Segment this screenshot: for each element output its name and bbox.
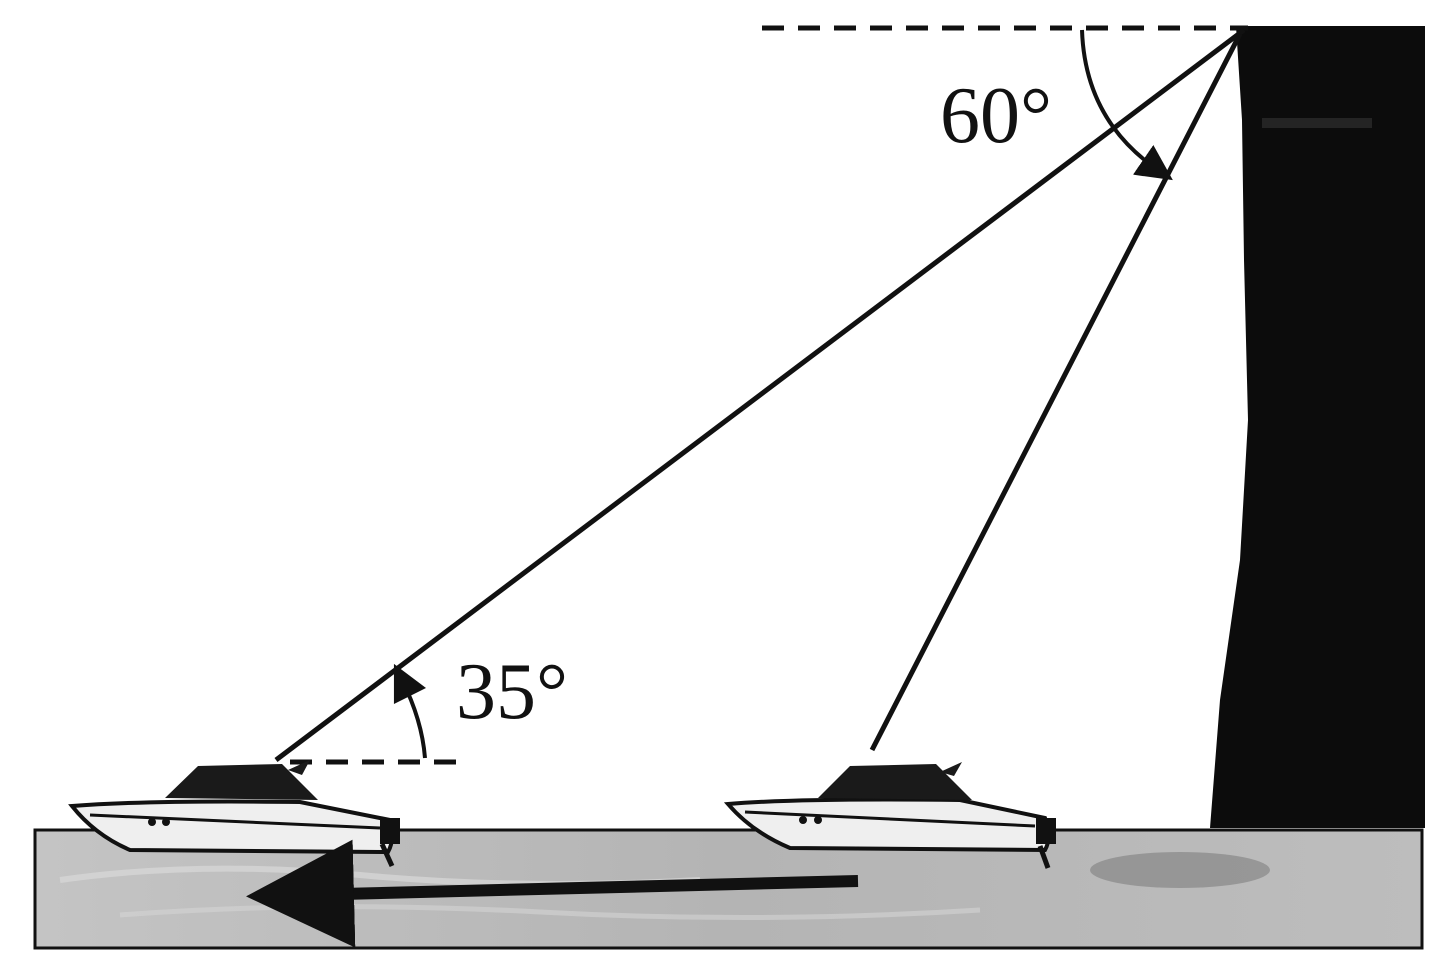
- boat-wake-shadow: [1090, 852, 1270, 888]
- elevation-angle-arc: [393, 663, 427, 759]
- line-of-sight-near-boat: [869, 32, 1243, 752]
- elevation-angle-label: 35°: [456, 648, 568, 736]
- motorboat-icon: [68, 760, 400, 868]
- line-of-sight-far-boat: [274, 28, 1246, 762]
- depression-angle-arc: [1080, 29, 1173, 181]
- motorboat-icon: [723, 762, 1056, 869]
- motion-arrow-icon: [246, 839, 859, 948]
- depression-angle-label: 60°: [940, 72, 1052, 160]
- cliff: [1210, 26, 1425, 828]
- cliff-highlight: [1262, 118, 1372, 128]
